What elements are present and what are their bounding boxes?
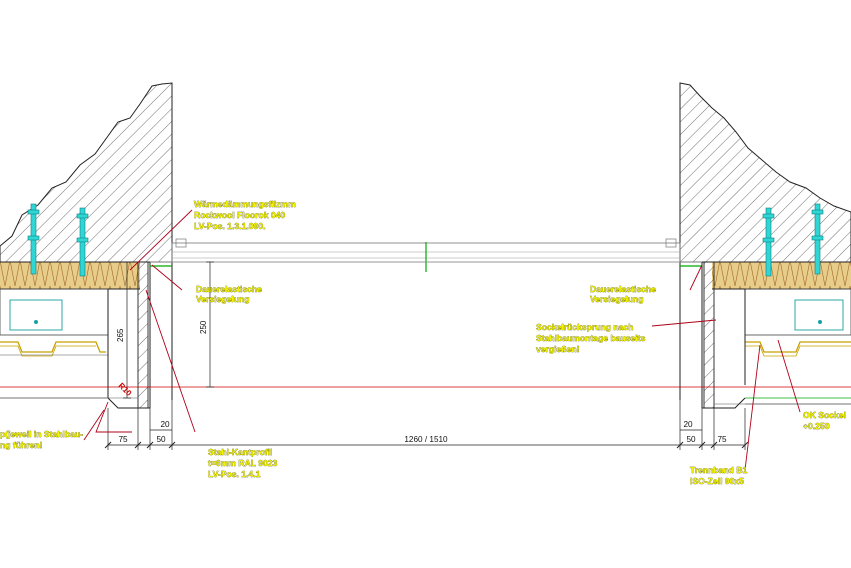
note-separator-line1: Trennband B1 <box>690 465 748 475</box>
left-concrete-wall <box>0 82 173 263</box>
window-frame <box>150 238 702 272</box>
anchor-bolts <box>27 203 824 277</box>
leader-lines <box>83 209 801 471</box>
dim-250: 250 <box>199 320 208 334</box>
dim-50-left: 50 <box>156 435 166 444</box>
dim-50-right: 50 <box>686 435 696 444</box>
note-steel-line1: Stahl-Kantprofil <box>208 447 272 457</box>
note-profile-left-line1: p(jeweil in Stahlbau- <box>0 429 83 439</box>
note-steel-line3: LV-Pos. 1.4.1 <box>208 469 261 479</box>
note-steel-line2: t=6mm RAL 9023 <box>208 458 278 468</box>
note-seal-left-line1: Dauerelastische <box>196 284 262 294</box>
substructure-right <box>744 288 851 385</box>
note-seal-left-line2: Versiegelung <box>196 294 250 304</box>
dim-75-right: 75 <box>717 435 727 444</box>
dim-20-left: 20 <box>160 420 170 429</box>
insulation-layer-right <box>712 261 851 290</box>
note-seal-right-line1: Dauerelastische <box>590 284 656 294</box>
vertical-dimensions <box>123 261 214 399</box>
dim-radius: R10 <box>117 381 134 398</box>
note-insulation-line3: LV-Pos. 1.3.1.090. <box>194 221 266 231</box>
horizontal-dimension-chain <box>107 400 746 450</box>
note-level-line1: OK Sockel <box>803 410 846 420</box>
level-lines <box>0 261 851 405</box>
note-profile-left-line2: ng führen! <box>0 440 43 450</box>
note-seal-right-line2: Versiegelung <box>590 294 644 304</box>
note-level-line2: +0.250 <box>803 421 830 431</box>
dim-ticks <box>104 441 749 449</box>
insulation-layer-left <box>0 261 140 290</box>
substructure-left <box>0 288 109 398</box>
dim-main-span: 1260 / 1510 <box>404 435 448 444</box>
note-gap-line2: Stahlbaumontage bauseits <box>536 333 646 343</box>
right-concrete-wall <box>679 82 851 263</box>
dim-75-left: 75 <box>118 435 128 444</box>
steel-profile-left <box>107 246 173 409</box>
dim-20-right: 20 <box>683 420 693 429</box>
note-separator-line2: ISO-Zell 90x5 <box>690 476 744 486</box>
note-gap-line3: vergießen! <box>536 344 580 354</box>
note-gap-line1: Sockelrücksprung nach <box>536 322 633 332</box>
note-insulation-line2: Rockwool Floorok 040 <box>194 210 285 220</box>
note-insulation-line1: Wärmedämmungsfilzmm <box>194 199 296 209</box>
dim-265: 265 <box>116 328 125 342</box>
